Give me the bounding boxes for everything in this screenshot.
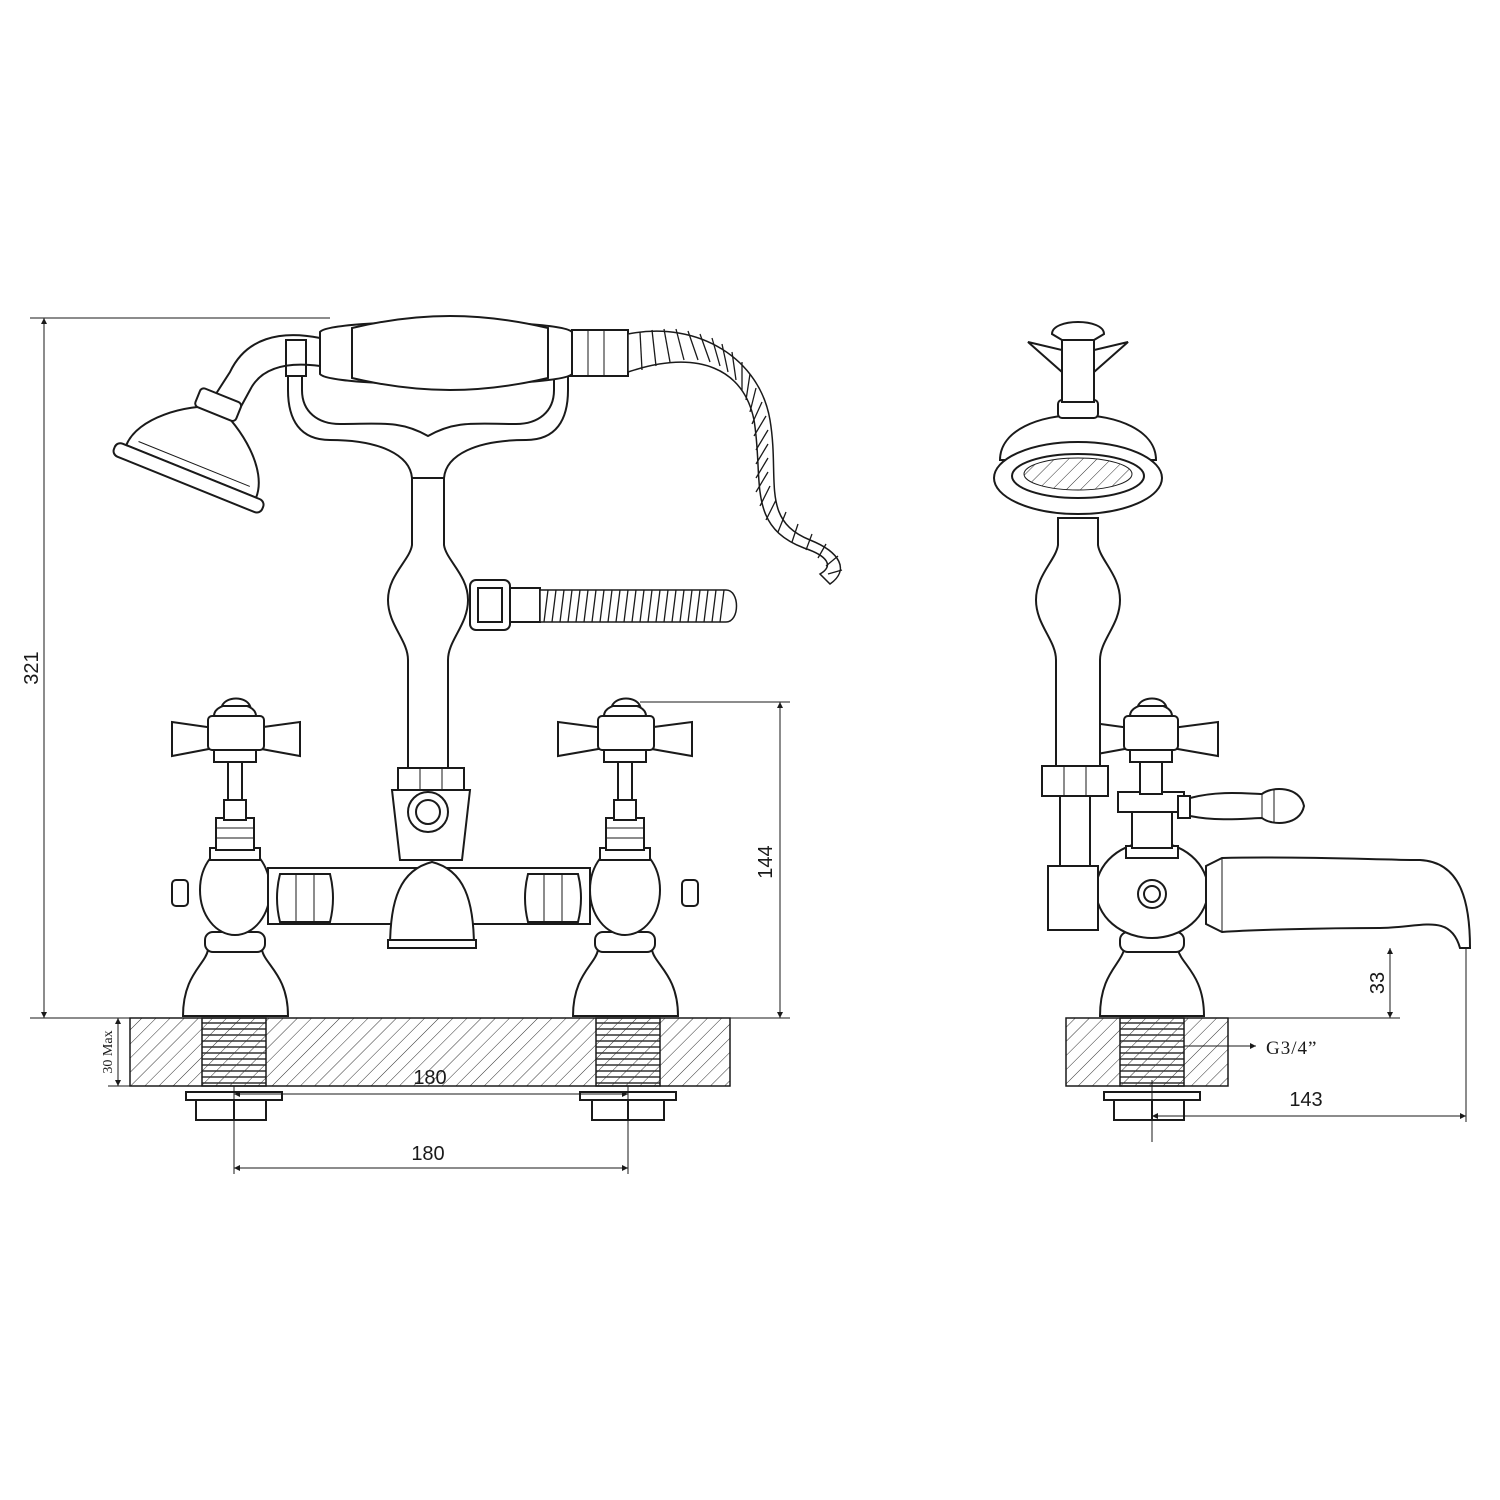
- inlet-thread-label: G3/4”: [1266, 1038, 1317, 1059]
- dim-spout-clearance: 33: [1367, 972, 1389, 994]
- side-deck-section: [1065, 1017, 1229, 1142]
- side-dimensions: 33 143 G3/4”: [1152, 948, 1467, 1122]
- dim-height-overall: 321: [21, 651, 43, 684]
- side-view: 33 143 G3/4”: [993, 321, 1472, 1142]
- handset-cradle: [112, 315, 843, 585]
- central-diverter: [386, 477, 738, 949]
- dim-deck-thickness: 30 Max: [101, 1030, 116, 1073]
- front-dimensions: 321 144 30 Max 180 180: [21, 317, 790, 1174]
- dim-height-valve: 144: [755, 845, 777, 878]
- left-valve: [171, 697, 301, 1017]
- side-valve-body: [993, 321, 1472, 1017]
- deck-section: [129, 1017, 731, 1121]
- front-view: 321 144 30 Max 180 180: [21, 315, 843, 1174]
- dim-spout-projection: 143: [1289, 1089, 1322, 1111]
- dim-centres-below: 180: [411, 1143, 444, 1165]
- dim-centres-deck: 180: [413, 1067, 446, 1089]
- right-valve: [557, 697, 699, 1017]
